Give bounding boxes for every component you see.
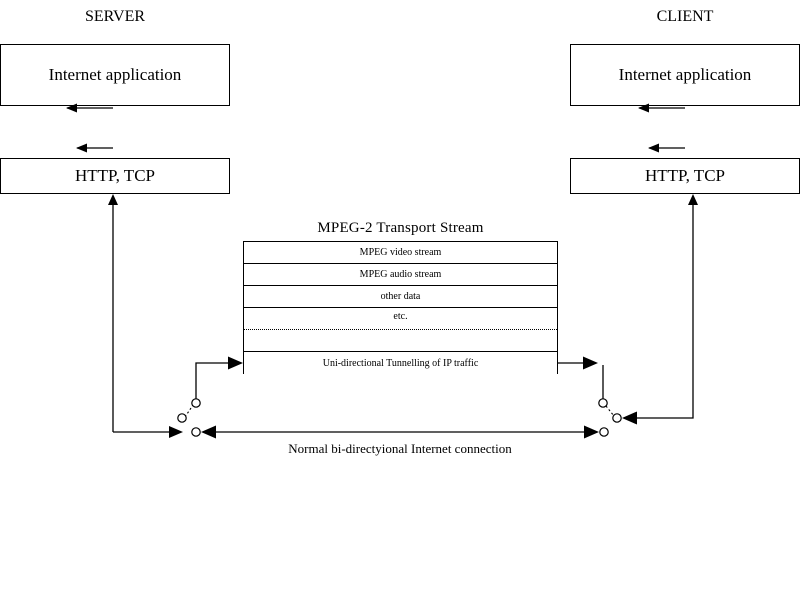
client-uplink-arrowhead	[688, 194, 698, 205]
server-http-tcp-label: HTTP, TCP	[75, 165, 155, 185]
client-http-tcp-box[interactable]: HTTP, TCP	[570, 158, 800, 194]
stack-row-label: MPEG video stream	[359, 247, 442, 258]
client-bidirectional-contact[interactable]	[599, 427, 609, 437]
stack-row-tunnel: Uni-directional Tunnelling of IP traffic	[244, 352, 557, 374]
server-internet-application-label: Internet application	[48, 64, 182, 84]
client-switch-blade	[605, 405, 615, 417]
bottom-connection-caption: Normal bi-directyional Internet connecti…	[288, 441, 512, 456]
bidirectional-right-arrowhead	[584, 425, 599, 439]
client-downlink-arrowhead	[622, 411, 637, 425]
server-tunnel-path	[195, 362, 231, 399]
stack-row-etc: etc.	[244, 308, 557, 330]
client-heading: CLIENT	[656, 8, 714, 25]
server-heading: SERVER	[84, 8, 146, 25]
stack-row: MPEG audio stream	[244, 264, 557, 286]
client-internet-application-box[interactable]: Internet application	[570, 44, 800, 106]
client-tunnel-arrowhead	[583, 356, 598, 370]
stack-row: MPEG video stream	[244, 242, 557, 264]
server-switch-blade	[184, 404, 194, 418]
stack-row-label: Uni-directional Tunnelling of IP traffic	[322, 357, 479, 369]
stack-row-label: etc.	[393, 311, 408, 322]
stack-row-label: MPEG audio stream	[359, 269, 442, 280]
client-switch-upper-contact[interactable]	[598, 398, 608, 408]
server-switch-upper-contact[interactable]	[191, 398, 201, 408]
server-uplink-arrowhead	[108, 194, 118, 205]
client-switch-lower-contact[interactable]	[612, 413, 622, 423]
server-http-tcp-box[interactable]: HTTP, TCP	[0, 158, 230, 194]
etc-dotted-separator	[244, 329, 557, 330]
transport-stream-title: MPEG-2 Transport Stream	[317, 220, 484, 236]
transport-stream-stack: MPEG video stream MPEG audio stream othe…	[243, 241, 558, 374]
stack-row-blank	[244, 330, 557, 352]
client-downlink-path	[624, 200, 694, 419]
server-uplink-switch-arrowhead	[169, 426, 183, 438]
client-internet-application-label: Internet application	[618, 64, 752, 84]
client-http-tcp-label: HTTP, TCP	[645, 165, 725, 185]
server-tunnel-arrowhead	[228, 356, 243, 370]
bidirectional-left-arrowhead	[201, 425, 216, 439]
server-internet-application-box[interactable]: Internet application	[0, 44, 230, 106]
stack-row: other data	[244, 286, 557, 308]
server-switch-lower-contact[interactable]	[177, 413, 187, 423]
stack-row-label: other data	[380, 291, 421, 302]
server-bidirectional-contact[interactable]	[191, 427, 201, 437]
